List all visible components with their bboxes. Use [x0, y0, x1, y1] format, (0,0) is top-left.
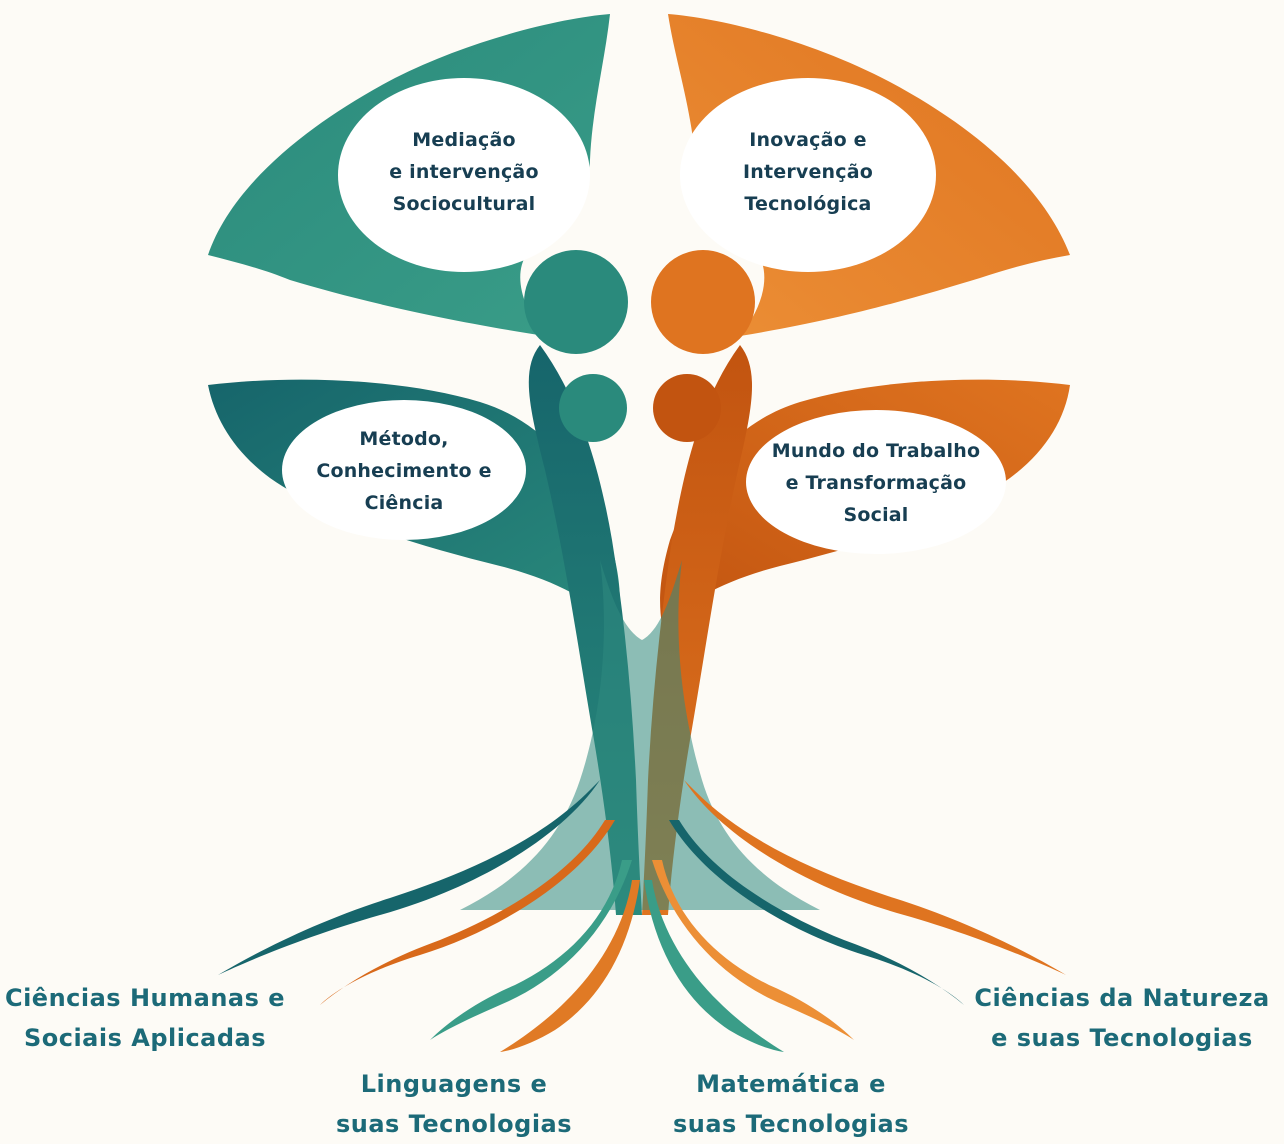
branch-label-top-left: Mediação e intervenção Sociocultural	[364, 124, 564, 220]
trunk-center	[460, 560, 820, 910]
root-label-linguagens: Linguagens e suas Tecnologias	[326, 1064, 582, 1144]
branch-label-mid-left: Método, Conhecimento e Ciência	[299, 423, 509, 519]
branch-label-line: Tecnológica	[744, 193, 872, 215]
branch-label-line: Sociocultural	[392, 193, 536, 215]
root-far-left	[218, 780, 600, 975]
root-far-right	[684, 780, 1066, 975]
branch-label-line: Conhecimento e	[316, 460, 492, 482]
root-label-humanas: Ciências Humanas e Sociais Aplicadas	[4, 978, 286, 1058]
root-label-line: suas Tecnologias	[335, 1110, 573, 1138]
bubble-top-right	[680, 78, 936, 272]
branch-label-top-right: Inovação e Intervenção Tecnológica	[708, 124, 908, 220]
branch-label-line: e Transformação	[785, 472, 967, 494]
root-left-inner	[500, 880, 640, 1052]
root-label-line: Matemática e	[696, 1070, 886, 1098]
branch-label-mid-right: Mundo do Trabalho e Transformação Social	[761, 435, 991, 531]
branch-label-line: Mundo do Trabalho	[771, 440, 981, 462]
branch-label-line: Mediação	[412, 129, 516, 151]
circle-orange-large	[651, 250, 755, 354]
root-label-line: Ciências Humanas e	[4, 984, 286, 1012]
root-label-natureza: Ciências da Natureza e suas Tecnologias	[964, 978, 1280, 1058]
branch-label-line: Ciência	[364, 492, 444, 514]
root-label-matematica: Matemática e suas Tecnologias	[660, 1064, 922, 1144]
root-right-inner	[644, 880, 784, 1052]
branch-label-line: e intervenção	[389, 161, 539, 183]
branch-label-line: Inovação e	[749, 129, 867, 151]
branch-label-line: Intervenção	[742, 161, 874, 183]
branch-label-line: Método,	[359, 428, 449, 450]
branch-label-line: Social	[843, 504, 909, 526]
root-label-line: Sociais Aplicadas	[23, 1024, 267, 1052]
bubble-mid-left	[282, 400, 526, 540]
root-label-line: Linguagens e	[360, 1070, 548, 1098]
circle-teal-small	[559, 374, 627, 442]
bubble-mid-right	[746, 410, 1006, 554]
circle-teal-large	[524, 250, 628, 354]
root-label-line: e suas Tecnologias	[991, 1024, 1253, 1052]
root-label-line: Ciências da Natureza	[974, 984, 1270, 1012]
circle-orange-small	[653, 374, 721, 442]
bubble-top-left	[338, 78, 590, 272]
root-label-line: suas Tecnologias	[672, 1110, 910, 1138]
